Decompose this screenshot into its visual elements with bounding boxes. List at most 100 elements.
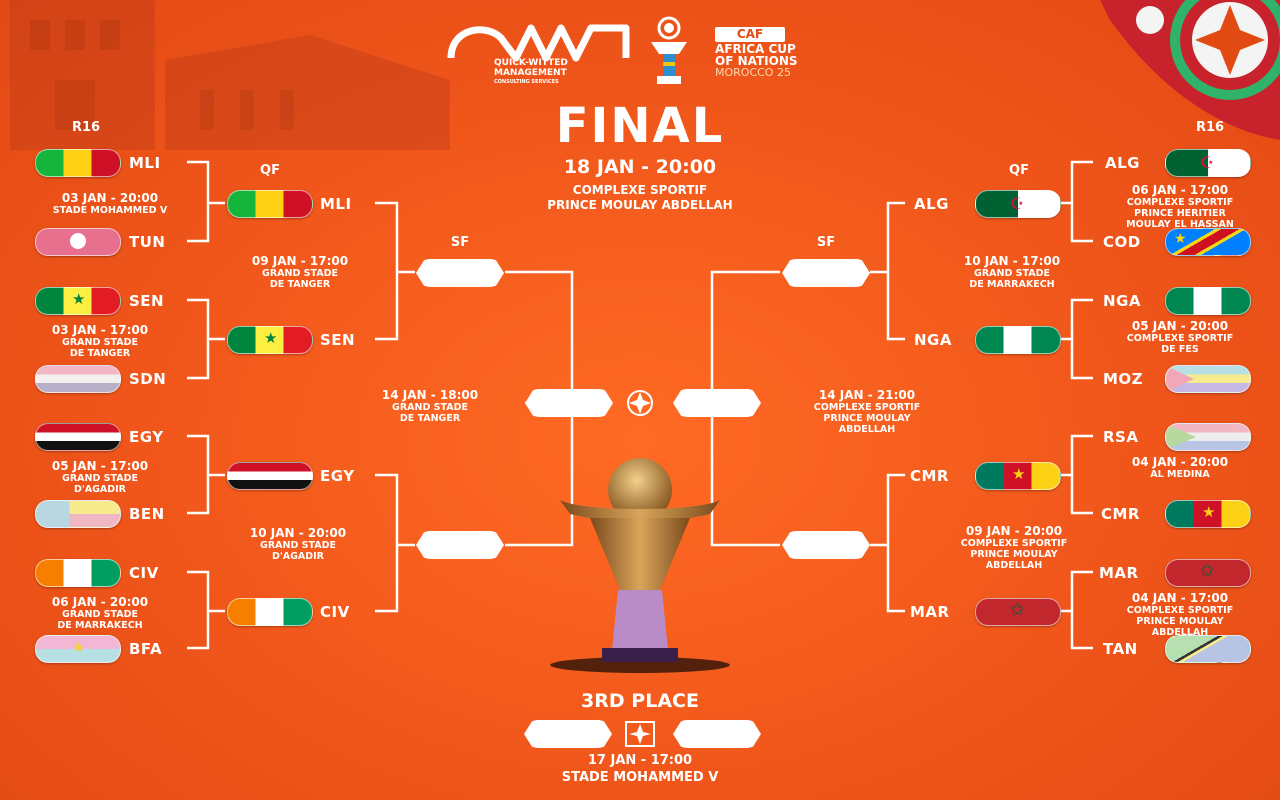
match-venue: PRINCE HERITIER bbox=[1134, 208, 1226, 219]
background-architecture bbox=[0, 0, 460, 150]
sf-slot-right-1 bbox=[782, 259, 870, 287]
match-venue: ABDELLAH bbox=[1151, 627, 1209, 638]
team-code: EGY bbox=[129, 428, 164, 446]
round-label-qf-left: QF bbox=[260, 163, 280, 178]
tower-illustration bbox=[10, 0, 450, 150]
third-slot-left bbox=[524, 720, 612, 748]
trophy-logo-icon bbox=[645, 14, 693, 86]
flag-alg: ☪ bbox=[975, 190, 1061, 218]
match-venue: D'AGADIR bbox=[73, 484, 127, 495]
match-date: 09 JAN - 17:00 bbox=[251, 254, 349, 268]
match-info-left-r16-3: 05 JAN - 17:00 GRAND STADE D'AGADIR bbox=[0, 459, 200, 495]
match-venue: MOULAY EL HASSAN bbox=[1126, 219, 1234, 230]
match-venue: DE MARRAKECH bbox=[969, 279, 1055, 290]
flag-alg: ☪ bbox=[1165, 149, 1251, 177]
caf-text: CAF bbox=[736, 27, 764, 41]
team-code: SEN bbox=[129, 292, 165, 310]
team-code: ALG bbox=[1105, 154, 1140, 172]
team-code: MOZ bbox=[1103, 370, 1144, 388]
team-code: CMR bbox=[910, 467, 949, 485]
match-venue: DE TANGER bbox=[269, 279, 331, 290]
flag-egy bbox=[227, 462, 313, 490]
afcon-logo: CAF AFRICA CUP OF NATIONS MOROCCO 25 bbox=[715, 27, 835, 87]
team-code: ALG bbox=[914, 195, 949, 213]
team-code: BFA bbox=[129, 640, 163, 658]
afcon-trophy bbox=[540, 450, 740, 675]
match-date: 05 JAN - 17:00 bbox=[51, 459, 149, 473]
third-place-ornament-icon bbox=[622, 720, 658, 748]
match-info-left-r16-2: 03 JAN - 17:00 GRAND STADE DE TANGER bbox=[0, 323, 200, 359]
match-date: 09 JAN - 20:00 bbox=[965, 524, 1063, 538]
qwm-logo: QUICK-WITTED MANAGEMENT CONSULTING SERVI… bbox=[446, 18, 631, 86]
star-icon: ★ bbox=[72, 290, 86, 308]
match-date: 14 JAN - 21:00 bbox=[818, 388, 916, 402]
flag-triangle bbox=[1166, 424, 1196, 450]
sf-slot-left-1 bbox=[416, 259, 504, 287]
team-code: TAN bbox=[1103, 640, 1138, 658]
qwm-logo-mark bbox=[447, 24, 630, 62]
match-date: 04 JAN - 20:00 bbox=[1131, 455, 1229, 469]
match-info-right-r16-2: 05 JAN - 20:00 COMPLEXE SPORTIF DE FES bbox=[1080, 319, 1280, 355]
match-info-right-qf-2: 09 JAN - 20:00 COMPLEXE SPORTIF PRINCE M… bbox=[914, 524, 1114, 571]
match-info-right-qf-1: 10 JAN - 17:00 GRAND STADE DE MARRAKECH bbox=[912, 254, 1112, 290]
flag-cmr: ★ bbox=[1165, 500, 1251, 528]
flag-civ bbox=[227, 598, 313, 626]
match-venue: DE MARRAKECH bbox=[57, 620, 143, 631]
match-venue: DE TANGER bbox=[399, 413, 461, 424]
third-place-venue: STADE MOHAMMED V bbox=[561, 770, 719, 785]
team-code: SDN bbox=[129, 370, 167, 388]
match-venue: GRAND STADE bbox=[974, 268, 1050, 279]
team-code: NGA bbox=[1103, 292, 1141, 310]
round-label-sf-right: SF bbox=[816, 235, 836, 250]
match-date: 03 JAN - 20:00 bbox=[61, 191, 159, 205]
final-venue-line-1: COMPLEXE SPORTIF bbox=[572, 183, 708, 197]
sf-slot-right-2 bbox=[782, 531, 870, 559]
team-code: TUN bbox=[129, 233, 166, 251]
tournament-line-2: OF NATIONS bbox=[715, 54, 798, 68]
team-code: COD bbox=[1103, 233, 1141, 251]
match-venue: GRAND STADE bbox=[62, 337, 138, 348]
final-ornament-icon bbox=[621, 389, 659, 417]
match-venue: COMPLEXE SPORTIF bbox=[960, 538, 1068, 549]
match-venue: PRINCE MOULAY bbox=[970, 549, 1058, 560]
flag-sdn bbox=[35, 365, 121, 393]
team-code: CMR bbox=[1101, 505, 1140, 523]
match-venue: GRAND STADE bbox=[260, 540, 336, 551]
match-venue: D'AGADIR bbox=[271, 551, 325, 562]
match-info-left-sf: 14 JAN - 18:00 GRAND STADE DE TANGER bbox=[330, 388, 530, 424]
final-venue-line-2: PRINCE MOULAY ABDELLAH bbox=[547, 198, 733, 212]
final-date: 18 JAN - 20:00 bbox=[563, 156, 717, 178]
flag-rsa bbox=[1165, 423, 1251, 451]
team-code: MAR bbox=[910, 603, 950, 621]
match-info-left-r16-4: 06 JAN - 20:00 GRAND STADE DE MARRAKECH bbox=[0, 595, 200, 631]
final-slot-left bbox=[525, 389, 613, 417]
match-date: 05 JAN - 20:00 bbox=[1131, 319, 1229, 333]
round-label-r16-left: R16 bbox=[71, 120, 101, 135]
final-slot-right bbox=[673, 389, 761, 417]
sf-slot-left-2 bbox=[416, 531, 504, 559]
crescent-icon: ☪ bbox=[1200, 153, 1215, 172]
third-slot-right bbox=[673, 720, 761, 748]
flag-bfa: ★ bbox=[35, 635, 121, 663]
tournament-line-1: AFRICA CUP bbox=[715, 42, 796, 56]
flag-mli bbox=[227, 190, 313, 218]
match-date: 06 JAN - 17:00 bbox=[1131, 183, 1229, 197]
brand-subtitle: CONSULTING SERVICES bbox=[494, 79, 559, 85]
final-title: FINAL bbox=[555, 98, 725, 154]
match-venue: GRAND STADE bbox=[62, 609, 138, 620]
flag-nga bbox=[1165, 287, 1251, 315]
match-date: 10 JAN - 20:00 bbox=[249, 526, 347, 540]
team-code: CIV bbox=[320, 603, 350, 621]
match-venue: COMPLEXE SPORTIF bbox=[1126, 605, 1234, 616]
match-info-right-r16-3: 04 JAN - 20:00 AL MEDINA bbox=[1080, 455, 1280, 480]
match-venue: DE TANGER bbox=[69, 348, 131, 359]
match-venue: GRAND STADE bbox=[62, 473, 138, 484]
caf-badge: CAF bbox=[715, 27, 785, 42]
star-icon: ★ bbox=[72, 638, 86, 656]
flag-cod: ★ bbox=[1165, 228, 1251, 256]
match-info-right-r16-1: 06 JAN - 17:00 COMPLEXE SPORTIF PRINCE H… bbox=[1080, 183, 1280, 230]
match-date: 10 JAN - 17:00 bbox=[963, 254, 1061, 268]
match-info-right-sf: 14 JAN - 21:00 COMPLEXE SPORTIF PRINCE M… bbox=[767, 388, 967, 435]
brand-name: QUICK-WITTED MANAGEMENT bbox=[494, 58, 568, 78]
match-venue: ABDELLAH bbox=[985, 560, 1043, 571]
